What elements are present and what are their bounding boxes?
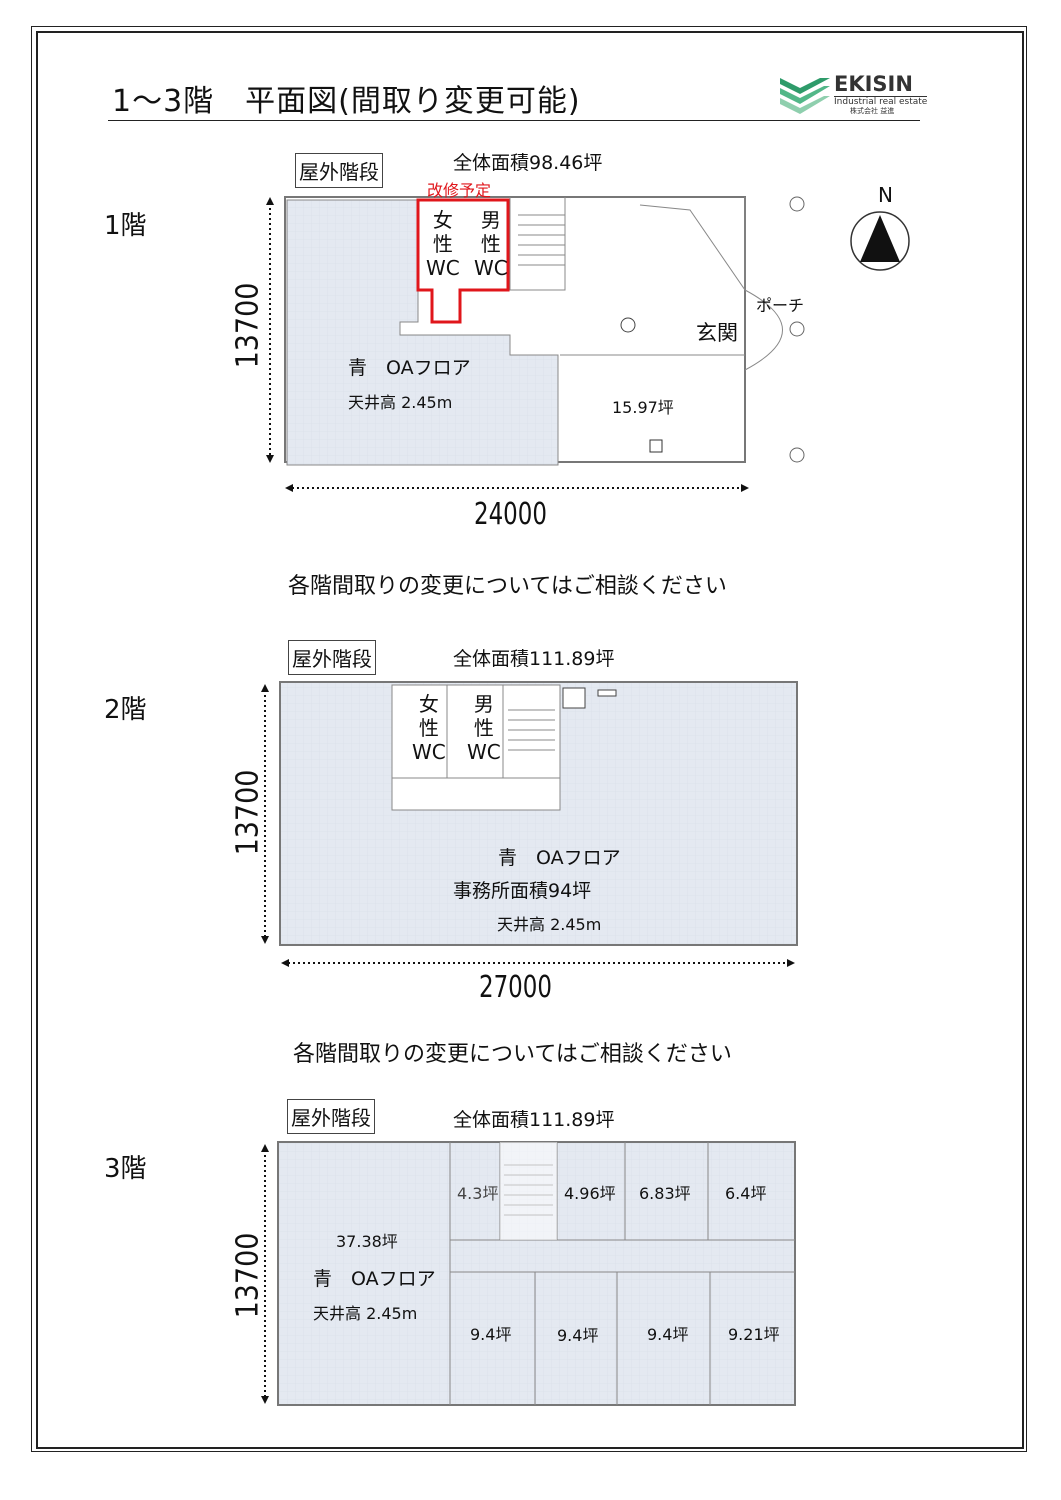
floor3-room-bottom-4: 9.21坪 xyxy=(728,1325,780,1344)
floor1-dim-vertical: 13700 xyxy=(230,282,266,369)
floor3-oa-floor: 青 OAフロア xyxy=(313,1268,436,1290)
floor3-room-top-4: 6.4坪 xyxy=(725,1184,767,1203)
floor3-dim-vertical: 13700 xyxy=(230,1232,266,1319)
floor3-room-bottom-3: 9.4坪 xyxy=(647,1325,689,1344)
floor2-plan xyxy=(261,681,798,967)
floor1-porch: ポーチ xyxy=(756,296,805,315)
logo: EKISIN Industrial real estate 株式会社 益進 xyxy=(778,72,928,116)
page-title: 1～3階 平面図(間取り変更可能) xyxy=(112,84,581,119)
floor2-office-area: 事務所面積94坪 xyxy=(453,880,592,902)
floor3-room-bottom-2: 9.4坪 xyxy=(557,1326,599,1345)
floor3-room-top-1: 4.3坪 xyxy=(457,1184,499,1203)
floor2-dim-vertical: 13700 xyxy=(230,769,266,856)
layout-change-note-2: 各階間取りの変更についてはご相談ください xyxy=(293,1042,732,1067)
floor3-main-area: 37.38坪 xyxy=(336,1232,398,1251)
renovation-outline xyxy=(416,198,510,324)
outer-border xyxy=(31,26,1027,1452)
floor1-renovation-note: 改修予定 xyxy=(427,181,492,200)
floor2-ceiling-height: 天井高 2.45m xyxy=(497,915,602,934)
floor2-total-area: 全体面積111.89坪 xyxy=(453,648,615,670)
logo-tagline: Industrial real estate xyxy=(834,96,928,107)
title-rule xyxy=(108,120,920,121)
floor1-label: 1階 xyxy=(104,211,147,241)
floor3-room-top-3: 6.83坪 xyxy=(639,1184,691,1203)
floor3-plan xyxy=(261,1141,796,1406)
floor2-label: 2階 xyxy=(104,695,147,725)
floor1-outdoor-stairs: 屋外階段 xyxy=(295,153,383,188)
layout-change-note-1: 各階間取りの変更についてはご相談ください xyxy=(288,574,727,599)
floor1-dim-horizontal: 24000 xyxy=(474,497,547,532)
floor2-oa-floor: 青 OAフロア xyxy=(498,847,621,869)
floor2-outdoor-stairs: 屋外階段 xyxy=(288,640,376,675)
logo-chevron-icon xyxy=(780,78,830,114)
floor1-total-area: 全体面積98.46坪 xyxy=(453,152,603,174)
logo-company: 株式会社 益進 xyxy=(850,107,895,115)
floor1-plan xyxy=(266,196,805,492)
floor3-ceiling-height: 天井高 2.45m xyxy=(313,1304,418,1323)
floor1-oa-floor: 青 OAフロア xyxy=(348,357,471,379)
compass-north-label: N xyxy=(878,183,893,207)
floor3-room-top-2: 4.96坪 xyxy=(564,1184,616,1203)
floor3-label: 3階 xyxy=(104,1154,147,1184)
inner-border xyxy=(36,31,1024,1449)
floor1-room-area: 15.97坪 xyxy=(612,398,674,417)
floor3-room-bottom-1: 9.4坪 xyxy=(470,1325,512,1344)
floor2-dim-horizontal: 27000 xyxy=(479,970,552,1005)
logo-name: EKISIN xyxy=(834,72,913,96)
floor1-ceiling-height: 天井高 2.45m xyxy=(348,393,453,412)
floor1-entrance: 玄関 xyxy=(696,321,738,345)
floor3-outdoor-stairs: 屋外階段 xyxy=(287,1099,375,1134)
north-compass-icon xyxy=(850,211,910,271)
floor3-total-area: 全体面積111.89坪 xyxy=(453,1109,615,1131)
